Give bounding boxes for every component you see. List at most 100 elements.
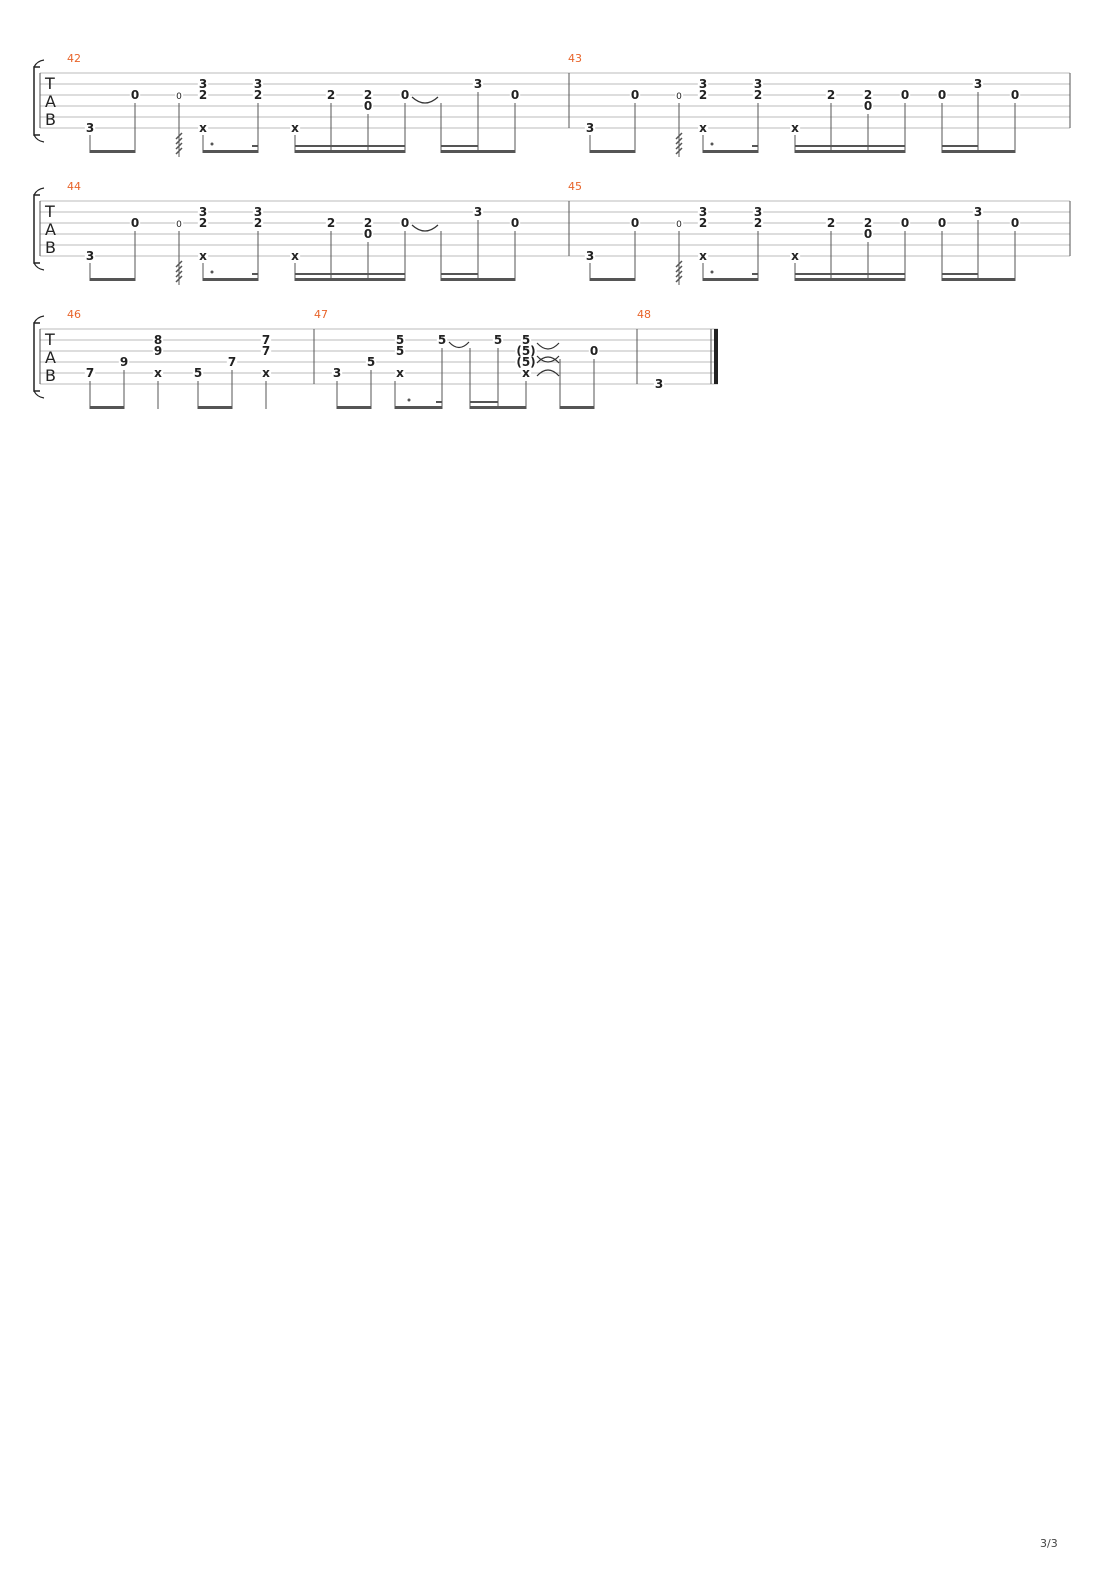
fret-number: 3 [254,77,262,91]
fret-number: 2 [754,88,762,102]
fret-number: 7 [228,355,236,369]
fret-number-backdrop [192,367,204,379]
tie-crossing [536,342,560,377]
fret-number-backdrop [153,367,164,379]
fret-number-backdrop [629,217,641,229]
fret-number-backdrop [260,334,272,346]
fret-number-backdrop [362,100,374,112]
tie-arc [411,224,439,232]
fret-number: 0 [590,344,598,358]
fret-number: 2 [864,88,872,102]
fret-number-backdrop [515,345,537,357]
measure-44: 44 3 0 0 3 2 x 3 2 x 2 2 0 0 3 0 [67,180,521,285]
fret-number-backdrop [129,217,141,229]
fret-number-backdrop [290,122,301,134]
fret-number-backdrop [790,122,801,134]
fret-number-backdrop [899,217,911,229]
tab-clef-a: A [45,92,56,111]
fret-number: 3 [699,77,707,91]
fret-number-backdrop [509,89,521,101]
fret-number-backdrop [362,217,374,229]
fret-number: 2 [864,216,872,230]
fret-numbers: 3 0 0 3 2 x 3 2 x 2 2 0 0 3 0 [84,77,521,135]
fret-number-backdrop [520,334,532,346]
beams [90,406,232,409]
fret-number-backdrop [226,356,238,368]
fret-number: 5 [396,344,404,358]
fret-number-backdrop [629,89,641,101]
fret-number: 3 [586,249,594,263]
tab-clef: T A B [44,202,56,257]
fret-number: x [699,249,707,263]
fret-number-backdrop [399,217,411,229]
tie-arc [448,341,470,349]
fret-number-backdrop [584,250,596,262]
system-2: T A B 44 3 0 0 3 2 x 3 2 x 2 2 0 0 3 0 [33,180,1071,285]
fret-number-backdrop [825,217,837,229]
fret-number: x [199,249,207,263]
fret-number: x [522,366,530,380]
fret-number-backdrop [752,217,764,229]
fret-number-backdrop [197,89,209,101]
system-3: T A B 46 7 9 8 9 x 5 7 7 7 x [33,308,718,409]
fret-number-backdrop [790,250,801,262]
system-bracket [33,315,45,399]
fret-number: 3 [974,77,982,91]
fret-number: 3 [474,205,482,219]
system-1: T A B 42 3 0 0 3 2 x 3 2 x 2 2 0 0 3 0 [33,52,1071,157]
fret-number: 0 [676,92,682,102]
fret-number-backdrop [118,356,130,368]
fret-number-backdrop [584,122,596,134]
fret-number-backdrop [899,89,911,101]
fret-number-backdrop [697,206,709,218]
tab-clef-b: B [45,238,56,257]
fret-number: 2 [827,88,835,102]
fret-number: 0 [1011,88,1019,102]
fret-number-backdrop [825,89,837,101]
fret-number-backdrop [152,334,164,346]
fret-number-backdrop [862,100,874,112]
fret-numbers: 3 0 0 3 2 x 3 2 x 2 2 0 0 0 3 0 [584,205,1021,263]
fret-number: 0 [631,88,639,102]
fret-number: x [262,366,270,380]
fret-number: 7 [86,366,94,380]
tab-clef-a: A [45,220,56,239]
fret-number: 0 [176,92,182,102]
fret-number: 2 [754,216,762,230]
fret-number: x [791,121,799,135]
fret-number-backdrop [84,367,96,379]
fret-number-backdrop [515,356,537,368]
fret-number-backdrop [198,250,209,262]
fret-number: 3 [333,366,341,380]
fret-numbers: 3 5 5 5 x 5 5 5 (5) (5) x 0 [331,333,600,380]
measure-number: 42 [67,52,81,65]
system-bracket [33,59,45,143]
fret-number-backdrop [252,89,264,101]
fret-number-backdrop [936,89,948,101]
fret-number: (5) [516,344,535,358]
fret-number-backdrop [936,217,948,229]
staff-lines [40,72,1070,129]
fret-number: 5 [494,333,502,347]
measure-47: 47 3 5 5 5 x 5 5 5 (5) (5) x 0 [314,308,600,409]
final-barline [714,329,718,384]
fret-number: 2 [699,216,707,230]
fret-number-backdrop [399,89,411,101]
staff-lines [40,328,718,385]
fret-number-backdrop [862,89,874,101]
fret-number-backdrop [1009,89,1021,101]
fret-number: 9 [120,355,128,369]
tab-clef: T A B [44,330,56,385]
fret-number-backdrop [972,206,984,218]
fret-number: 0 [131,88,139,102]
fret-number-backdrop [1009,217,1021,229]
measure-number: 46 [67,308,81,321]
tab-clef-a: A [45,348,56,367]
fret-number: 0 [364,227,372,241]
fret-number: 2 [699,88,707,102]
fret-number-backdrop [509,217,521,229]
tab-clef-t: T [44,74,55,93]
fret-number-backdrop [394,334,406,346]
fret-number: 0 [401,216,409,230]
